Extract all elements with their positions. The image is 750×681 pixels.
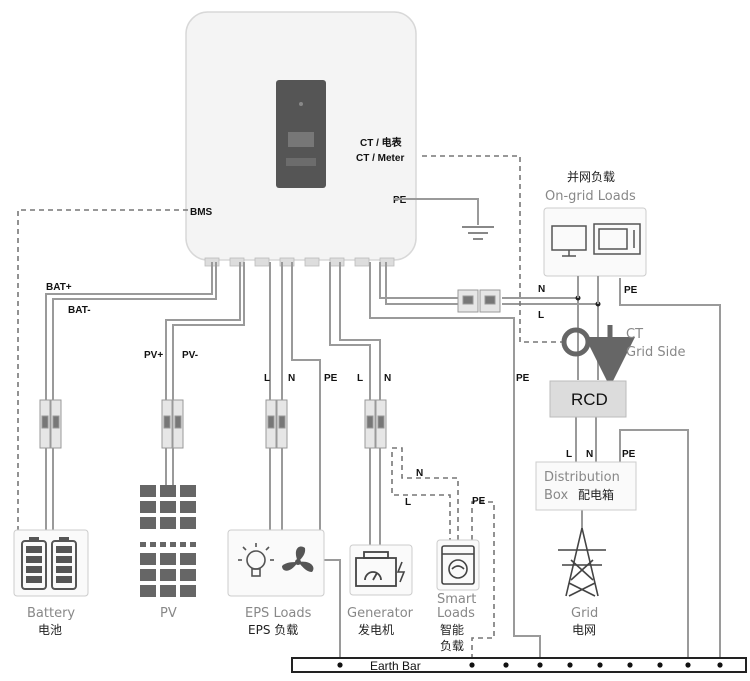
dist-pe-label: PE [622,449,636,460]
eps-pe-label: PE [324,373,338,384]
smart-n-label: N [416,468,423,479]
eps-loads-box [227,529,325,597]
inverter [185,11,417,267]
gen-n-label: N [384,373,391,384]
distribution-cn-label: 配电箱 [578,487,614,502]
bms-label: BMS [190,207,213,218]
smart-en-label: Smart [437,592,476,607]
eps-l-label: L [264,373,270,384]
rcd-box [549,380,627,418]
earth-bar-label: Earth Bar [370,659,421,673]
ongrid-loads-box [543,207,647,277]
eps-cn-label: EPS 负载 [248,623,298,637]
dashed-wires [17,155,566,665]
breaker-pv [161,399,184,449]
pv-plus-label: PV+ [144,350,163,361]
ct-meter-cn-label: CT / 电表 [360,136,403,149]
battery-en-label: Battery [27,606,75,621]
eps-en-label: EPS Loads [245,606,312,621]
breaker-eps [265,399,288,449]
grid-n-label: N [538,284,545,295]
earth-bar-terminals [337,662,723,668]
generator-icon [355,551,406,587]
ground-symbol [462,226,494,240]
mid-pe-label: PE [516,373,530,384]
ongrid-en-label: On-grid Loads [545,189,636,204]
smart-l-label: L [405,497,411,508]
light-bulb-icon [238,543,274,577]
distribution-box [535,461,637,511]
ct-label: CT [626,327,643,342]
battery-icon [21,537,77,590]
grid-en-label: Grid [571,606,598,621]
gen-l-label: L [357,373,363,384]
grid-l-label: L [538,310,544,321]
microwave-icon [593,223,641,255]
ct-clamp-icon [561,327,591,357]
ct-meter-en-label: CT / Meter [356,153,404,164]
tv-icon [551,225,587,257]
dist-n-label: N [586,449,593,460]
distribution-en-label: Distribution [544,470,620,485]
pv-minus-label: PV- [182,350,198,361]
grid-tower-icon [558,527,606,597]
rcd-label: RCD [571,390,608,409]
ct-grid-side-label: Grid Side [626,345,686,360]
breaker-grid [457,289,501,313]
generator-en-label: Generator [347,606,414,621]
grid-cn-label: 电网 [572,623,596,637]
pv-panel-icon [140,485,196,597]
fan-icon [282,546,314,572]
breaker-battery [39,399,62,449]
smart-loads-box [436,539,480,591]
ongrid-cn-label: 并网负载 [567,170,615,184]
bat-minus-label: BAT- [68,305,91,316]
dist-l-label: L [566,449,572,460]
smart-cn-label: 智能 [440,622,464,637]
battery-cn-label: 电池 [38,623,62,637]
ongrid-pe-label: PE [624,285,638,296]
pv-en-label: PV [160,606,177,621]
smart-pe-label: PE [472,496,486,507]
loads-cn-label: 负载 [440,639,464,653]
distribution-box-en-label: Box [544,488,568,503]
bat-plus-label: BAT+ [46,282,72,293]
washing-machine-icon [441,545,475,585]
inverter-pe-label: PE [393,195,407,206]
breaker-generator [364,399,387,449]
eps-n-label: N [288,373,295,384]
loads-en-label: Loads [437,606,475,621]
generator-cn-label: 发电机 [358,622,394,637]
earth-bar [291,657,747,673]
